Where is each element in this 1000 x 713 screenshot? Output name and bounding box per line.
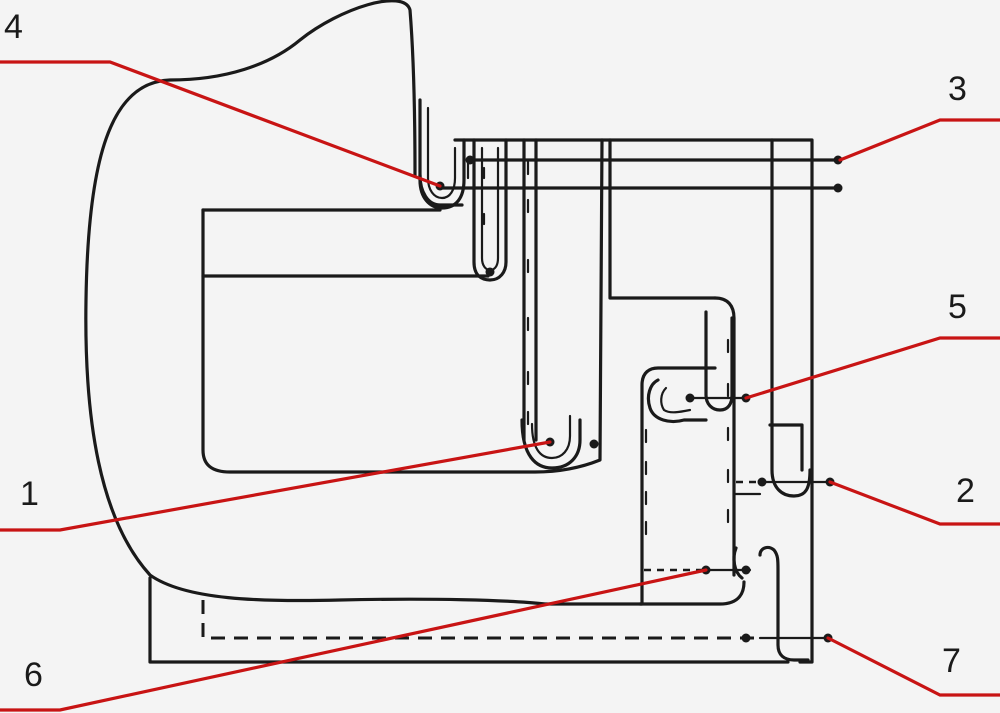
callout-label-5: 5 [948,288,967,326]
staple-marks [466,160,730,536]
leader-4 [0,60,442,188]
cover-outline [84,0,717,606]
callout-label-6: 6 [24,656,43,694]
leader-2 [828,480,1000,526]
leader-lines [0,60,1000,712]
leader-6 [0,568,708,712]
callout-label-3: 3 [948,70,967,108]
fabric-folds-top [418,98,508,282]
leader-3 [838,118,1000,162]
fabric-folds-middle [520,378,744,580]
leader-5 [744,336,1000,400]
right-panels [608,138,812,662]
callout-label-7: 7 [942,642,961,680]
callout-labels: 4 3 5 2 1 7 6 [4,8,975,694]
callout-label-1: 1 [20,475,39,513]
leader-1 [0,440,552,532]
callout-label-2: 2 [956,472,975,510]
leader-7 [826,636,1000,697]
seat-block [201,138,604,474]
callout-label-4: 4 [4,8,23,46]
frame [148,138,814,664]
cords [201,158,840,640]
joint-dots [435,155,843,643]
